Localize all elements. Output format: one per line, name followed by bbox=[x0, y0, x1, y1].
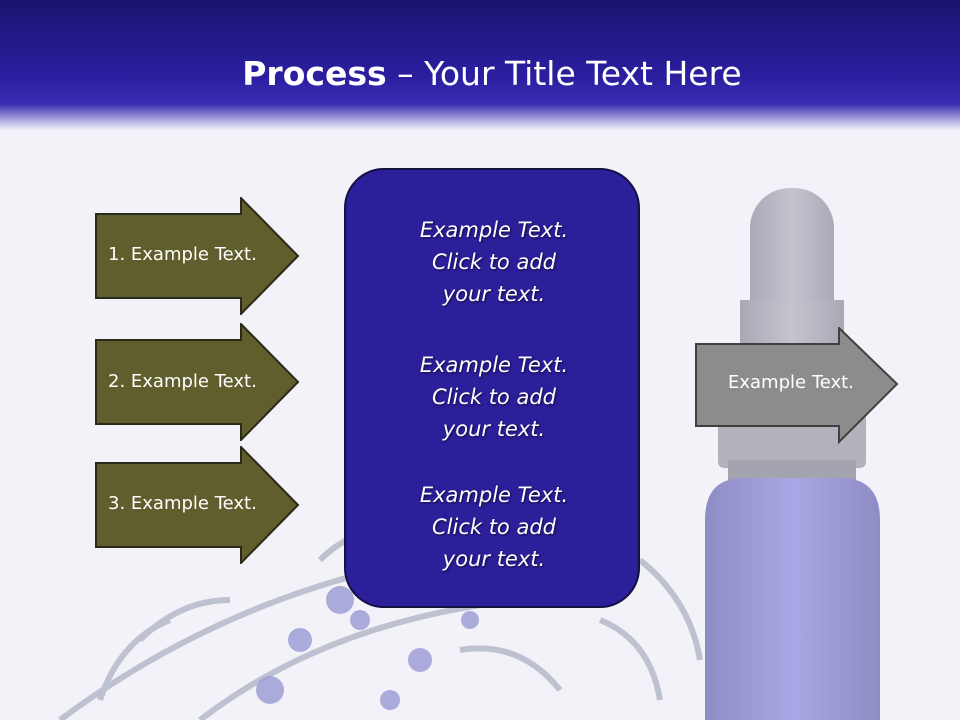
center-text-line: Example Text. bbox=[419, 353, 569, 377]
arrow-output: Example Text. bbox=[695, 327, 901, 445]
title-rest: – Your Title Text Here bbox=[386, 54, 742, 93]
center-text-line: your text. bbox=[442, 282, 546, 306]
title-bold: Process bbox=[242, 54, 387, 93]
arrow-step-1: 1. Example Text. bbox=[95, 197, 301, 315]
center-text-line: Click to add bbox=[431, 515, 556, 539]
title-bar bbox=[0, 0, 960, 130]
center-text-block-1: Example Text. Click to add your text. bbox=[346, 214, 642, 310]
arrow-label: 3. Example Text. bbox=[108, 493, 257, 514]
center-text-block-3: Example Text. Click to add your text. bbox=[346, 479, 642, 575]
center-text-block-2: Example Text. Click to add your text. bbox=[346, 349, 642, 445]
rosemary-flower-icon bbox=[256, 586, 479, 710]
arrow-step-2: 2. Example Text. bbox=[95, 323, 301, 441]
center-text-box: Example Text. Click to add your text. Ex… bbox=[344, 168, 640, 608]
arrow-label: Example Text. bbox=[728, 372, 854, 393]
center-text-line: Click to add bbox=[431, 250, 556, 274]
center-text-line: Click to add bbox=[431, 385, 556, 409]
center-text-line: your text. bbox=[442, 417, 546, 441]
dropper-bottle-icon bbox=[705, 188, 880, 720]
center-text-line: Example Text. bbox=[419, 218, 569, 242]
arrow-label: 2. Example Text. bbox=[108, 371, 257, 392]
center-text-line: Example Text. bbox=[419, 483, 569, 507]
arrow-step-3: 3. Example Text. bbox=[95, 446, 301, 564]
center-text-line: your text. bbox=[442, 547, 546, 571]
slide-title: Process – Your Title Text Here bbox=[0, 52, 960, 96]
arrow-label: 1. Example Text. bbox=[108, 244, 257, 265]
